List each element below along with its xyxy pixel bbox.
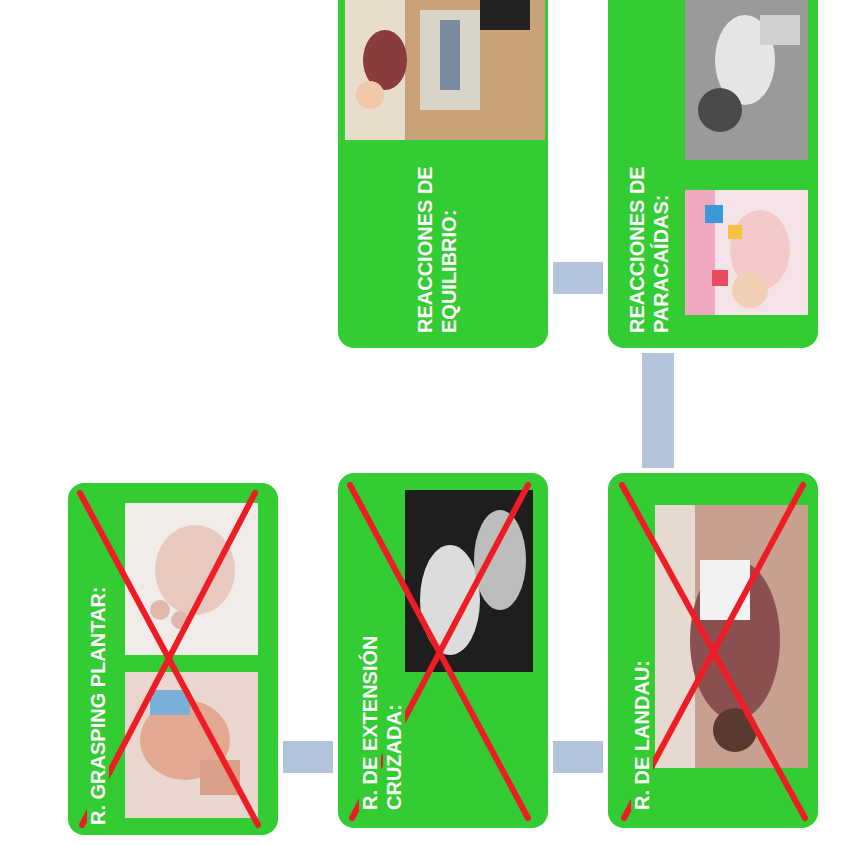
reflex-label: R. DE EXTENSIÓN CRUZADA: [359,636,405,810]
reflex-label-block: REACCIONES DE PARACAÍDAS: [625,103,673,333]
connector-bar [553,741,603,773]
reflex-label-block: R. DE EXTENSIÓN CRUZADA: [358,590,406,810]
connector-bar [553,262,603,294]
red-cross [80,485,805,825]
reflex-label-block: REACCIONES DE EQUILIBRIO: [413,103,461,333]
reflex-label: REACCIONES DE PARACAÍDAS: [626,166,672,333]
baby-falling-photo [685,0,808,160]
reflex-label: REACCIONES DE EQUILIBRIO: [414,166,460,333]
connector-bar [642,353,674,468]
foot-exam-photo [125,672,258,818]
landau-photo [655,505,808,768]
child-walking-photo [345,0,545,140]
reflex-label-block: R. DE LANDAU: [630,490,654,810]
reflex-label-block: R. GRASPING PLANTAR: [86,495,110,825]
baby-sitting-photo [685,190,808,315]
connector-bar [283,741,333,773]
reflex-label: R. DE LANDAU: [631,660,653,810]
reflex-label: R. GRASPING PLANTAR: [87,586,109,825]
